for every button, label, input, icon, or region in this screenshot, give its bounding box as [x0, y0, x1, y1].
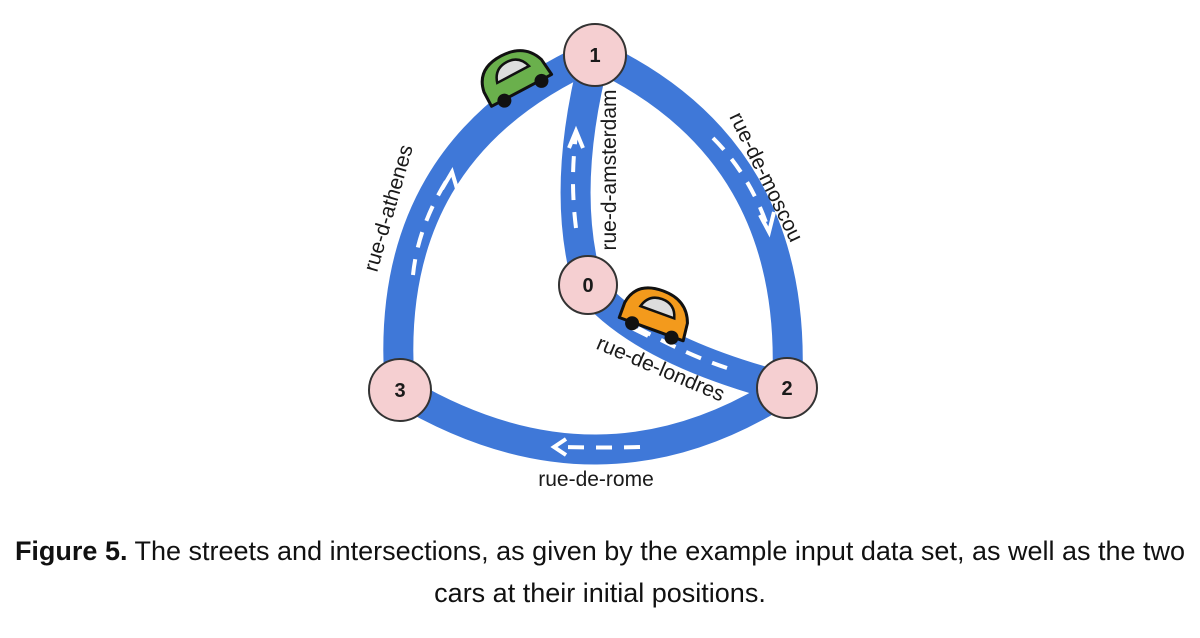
green-car-body — [480, 49, 554, 108]
intersection-3: 3 — [368, 358, 432, 422]
lane-rue-de-rome — [559, 445, 641, 450]
road-rue-de-rome — [385, 373, 802, 465]
road-rue-d-amsterdam — [560, 40, 610, 300]
intersection-0: 0 — [558, 255, 618, 315]
intersection-0-label: 0 — [582, 275, 593, 297]
road-rue-de-moscou — [580, 40, 803, 403]
green-car-window — [495, 58, 532, 85]
orange-car-body — [617, 286, 689, 343]
intersection-2: 2 — [756, 357, 818, 419]
green-car — [480, 49, 554, 108]
green-car-front-wheel — [497, 93, 512, 108]
figure-caption-text: The streets and intersections, as given … — [127, 536, 1186, 608]
figure-caption-label: Figure 5. — [14, 536, 128, 566]
intersection-1-label: 1 — [589, 45, 600, 67]
lane-rue-d-amsterdam — [571, 134, 578, 229]
arrowhead-rue-d-amsterdam — [567, 125, 585, 149]
arrowhead-rue-de-moscou — [758, 211, 776, 238]
arrowhead-rue-de-rome — [550, 437, 568, 457]
intersection-2-label: 2 — [781, 378, 792, 400]
intersection-1: 1 — [563, 23, 627, 87]
orange-car-rear-wheel — [664, 330, 679, 345]
orange-car-window — [638, 296, 676, 321]
orange-car — [617, 286, 689, 345]
lane-rue-de-moscou — [711, 136, 770, 229]
street-diagram: rue-d-athenes rue-d-amsterdam rue-de-mos… — [360, 23, 818, 491]
street-label-rue-de-rome: rue-de-rome — [538, 468, 654, 491]
green-car-rear-wheel — [534, 73, 549, 88]
street-label-rue-d-amsterdam: rue-d-amsterdam — [598, 89, 621, 250]
lane-rue-de-londres — [637, 326, 728, 370]
orange-car-front-wheel — [625, 316, 640, 331]
intersection-3-label: 3 — [394, 380, 405, 402]
figure-caption: Figure 5. The streets and intersections,… — [0, 530, 1200, 614]
arrowhead-rue-d-athenes — [440, 167, 460, 193]
